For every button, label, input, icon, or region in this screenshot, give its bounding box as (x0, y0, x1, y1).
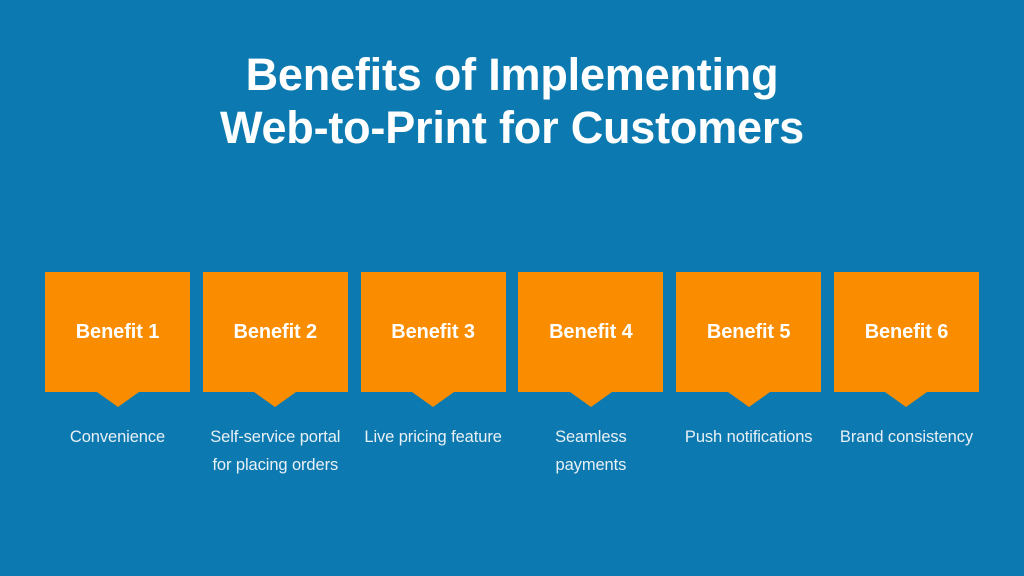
page-title-line-1: Benefits of Implementing (245, 49, 779, 100)
benefit-label-2: Benefit 2 (233, 321, 318, 343)
benefit-item-4[interactable]: Benefit 4 Seamless payments (518, 272, 664, 479)
benefit-caption-3: Live pricing feature (364, 428, 502, 446)
benefit-card-1[interactable]: Benefit 1 (45, 272, 190, 407)
benefit-item-6[interactable]: Benefit 6 Brand consistency (833, 272, 979, 451)
benefit-label-3: Benefit 3 (391, 321, 475, 343)
benefit-card-6[interactable]: Benefit 6 (833, 272, 979, 407)
benefit-caption-6: Brand consistency (839, 428, 974, 446)
benefit-label-5: Benefit 5 (706, 321, 791, 343)
benefit-card-3[interactable]: Benefit 3 (360, 272, 506, 407)
benefit-caption-1: Convenience (69, 428, 166, 446)
benefit-item-1[interactable]: Benefit 1 Convenience (45, 272, 190, 451)
benefit-item-5[interactable]: Benefit 5 Push notifications (676, 272, 822, 451)
page-title: Benefits of Implementing Web-to-Print fo… (0, 48, 1024, 154)
benefit-caption-2: Self-service portal for placing orders (210, 428, 341, 474)
benefits-row: Benefit 1 Convenience Benefit 2 Self-ser… (45, 272, 979, 532)
benefit-label-1: Benefit 1 (75, 321, 160, 343)
benefit-card-5[interactable]: Benefit 5 (676, 272, 822, 407)
benefit-caption-5: Push notifications (684, 428, 813, 446)
benefit-caption-4: Seamless payments (555, 428, 627, 474)
page-title-line-2: Web-to-Print for Customers (220, 102, 804, 153)
benefit-label-4: Benefit 4 (549, 321, 633, 343)
benefit-item-3[interactable]: Benefit 3 Live pricing feature (360, 272, 506, 451)
benefit-card-4[interactable]: Benefit 4 (518, 272, 664, 407)
benefit-card-2[interactable]: Benefit 2 (202, 272, 348, 407)
benefit-label-6: Benefit 6 (864, 321, 949, 343)
benefit-item-2[interactable]: Benefit 2 Self-service portal for placin… (202, 272, 348, 479)
